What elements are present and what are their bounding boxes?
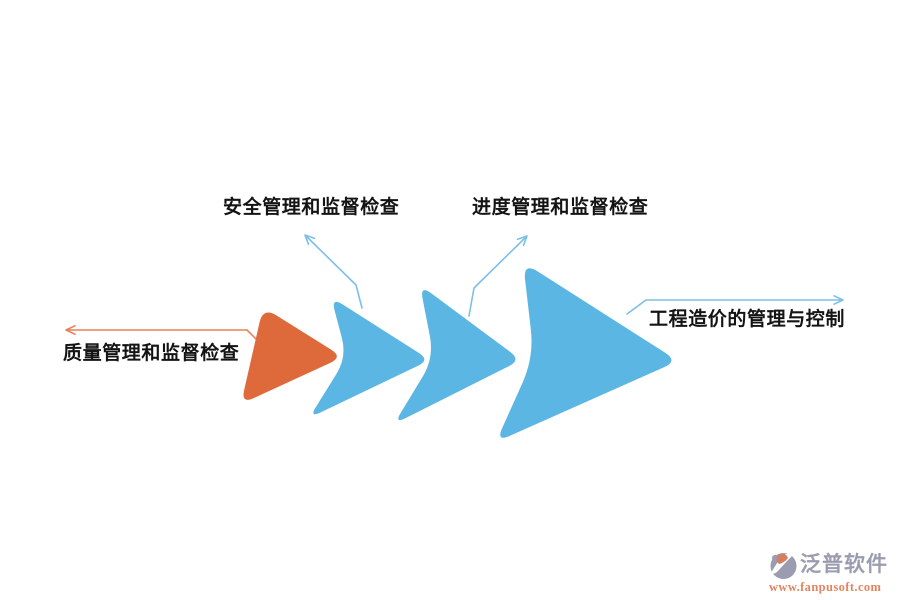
label-safety-management: 安全管理和监督检查 — [223, 196, 400, 218]
label-quality-management: 质量管理和监督检查 — [63, 342, 240, 364]
cost-callout-line — [626, 295, 844, 315]
quality-arrow-shape — [243, 312, 337, 400]
label-cost-management: 工程造价的管理与控制 — [649, 308, 846, 330]
fanpu-logo-icon — [770, 553, 797, 579]
cost-arrow-shape — [500, 268, 672, 438]
progress-callout-line — [468, 235, 528, 317]
brand-watermark: 泛普软件 www.fanpusoft.com — [769, 551, 899, 595]
brand-name: 泛普软件 — [800, 552, 888, 576]
progress-arrow-shape — [398, 290, 516, 421]
safety-arrow-shape — [313, 301, 425, 415]
quality-callout-line — [65, 325, 260, 343]
safety-callout-line — [304, 234, 363, 309]
brand-url-link[interactable]: www.fanpusoft.com — [769, 580, 882, 594]
label-progress-management: 进度管理和监督检查 — [472, 196, 649, 218]
